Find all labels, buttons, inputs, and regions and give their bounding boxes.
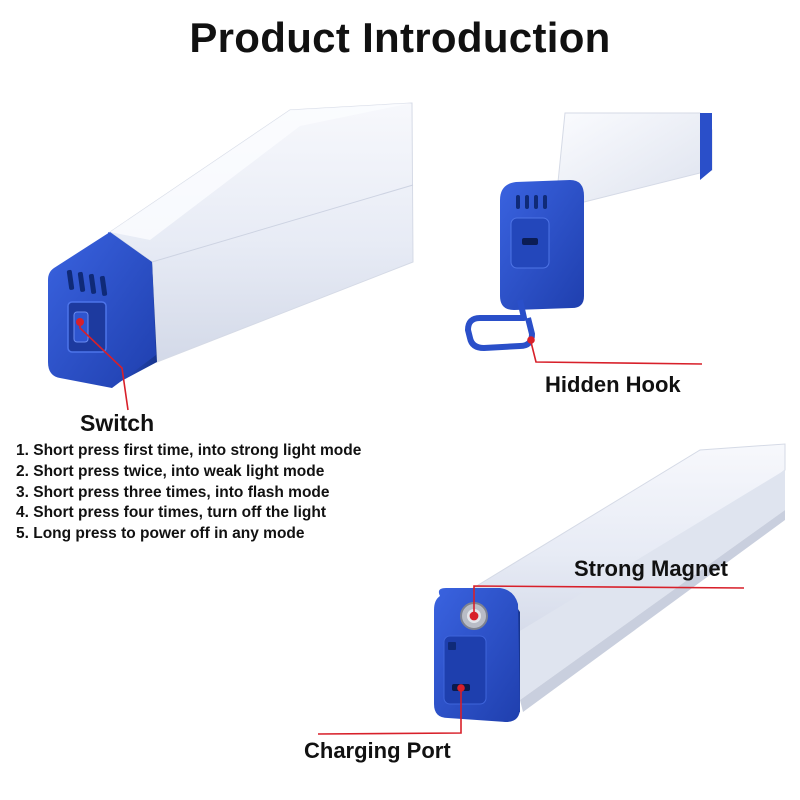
hidden-hook-label: Hidden Hook [545, 372, 681, 397]
callout-line-magnet [473, 585, 745, 616]
magnet-end-cap [434, 588, 520, 722]
tube-hook-view [465, 112, 713, 351]
page-title: Product Introduction [189, 14, 611, 61]
instruction-item: 1. Short press first time, into strong l… [16, 442, 362, 459]
hook-icon [465, 299, 535, 351]
instruction-item: 4. Short press four times, turn off the … [16, 504, 327, 522]
charging-port-label: Charging Port [304, 738, 451, 763]
callout-lines [76, 317, 745, 735]
instruction-item: 3. Short press three times, into flash m… [16, 483, 330, 501]
instruction-item: 5. Long press to power off in any mode [16, 525, 305, 543]
vent-slots [66, 269, 108, 296]
callout-line-hook [530, 341, 703, 365]
instruction-item: 2. Short press twice, into weak light mo… [16, 462, 325, 480]
switch-label: Switch [80, 410, 155, 436]
tube-switch-view [48, 102, 414, 388]
switch-instructions: 1. Short press first time, into strong l… [16, 441, 361, 545]
hook-end-cap [500, 180, 584, 310]
callout-line-port [317, 688, 462, 735]
switch-button [67, 301, 107, 353]
tube-magnet-view [434, 443, 786, 722]
switch-end-cap [48, 232, 157, 388]
strong-magnet-label: Strong Magnet [574, 556, 728, 581]
